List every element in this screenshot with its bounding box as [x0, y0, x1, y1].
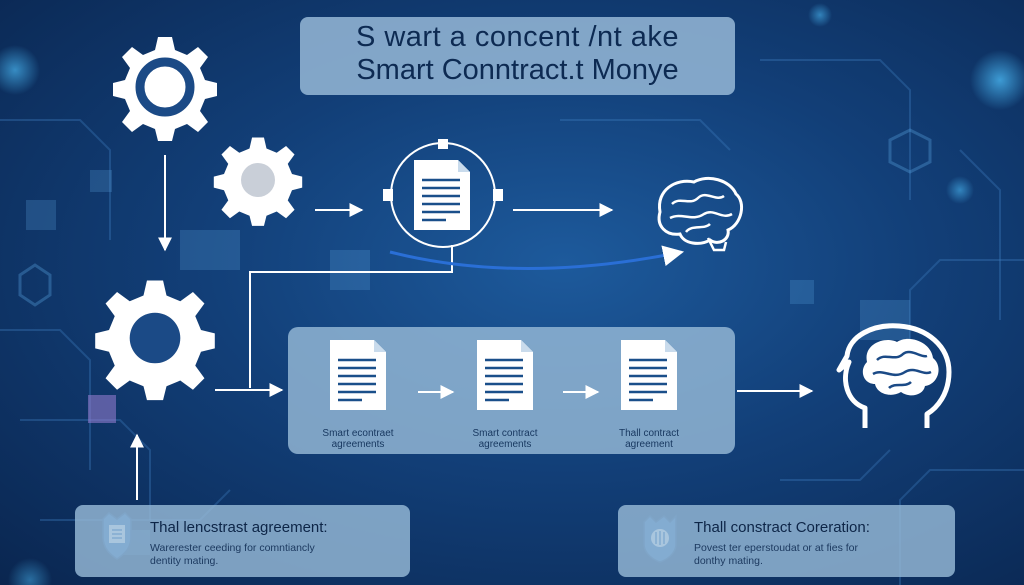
- document-label-line-2: agreement: [625, 439, 673, 450]
- document-icon: [328, 338, 388, 412]
- brain-icon: [657, 177, 744, 252]
- document-label: Smart econtraet agreements: [298, 428, 418, 450]
- note-card-corporation: Thall constract Coreration: Povest ter e…: [618, 505, 955, 577]
- gear-icon: [113, 37, 217, 141]
- document-label-line-2: agreements: [478, 439, 532, 450]
- document-label-line-2: agreements: [331, 439, 385, 450]
- note-card-agreement: Thal lencstrast agreement: Warerester ce…: [75, 505, 410, 577]
- document-label-line-1: Smart econtraet: [322, 428, 394, 439]
- note-title: Thall constract Coreration:: [694, 519, 870, 536]
- document-icon: [475, 338, 535, 412]
- note-text-line-2: dentity mating.: [150, 555, 219, 567]
- gear-icon: [95, 280, 215, 401]
- title-banner: S wart a concent /nt ake Smart Conntract…: [300, 17, 735, 95]
- human-head-brain-icon: [836, 323, 952, 428]
- document-icon: [383, 139, 503, 248]
- note-title: Thal lencstrast agreement:: [150, 519, 328, 536]
- note-text-line-2: donthy mating.: [694, 555, 763, 567]
- document-label: Thall contract agreement: [589, 428, 709, 450]
- document-label-line-1: Thall contract: [618, 428, 680, 439]
- gear-icon: [213, 137, 303, 226]
- title-line-2: Smart Conntract.t Monye: [356, 54, 679, 86]
- note-text-line-1: Povest ter eperstoudat or at fies for: [694, 542, 859, 554]
- document-label-line-1: Smart contract: [472, 428, 538, 439]
- title-line-1: S wart a concent /nt ake: [355, 21, 680, 53]
- document-icon: [619, 338, 679, 412]
- note-text-line-1: Warerester ceeding for comntiancly: [150, 542, 315, 554]
- document-label: Smart contract agreements: [445, 428, 565, 450]
